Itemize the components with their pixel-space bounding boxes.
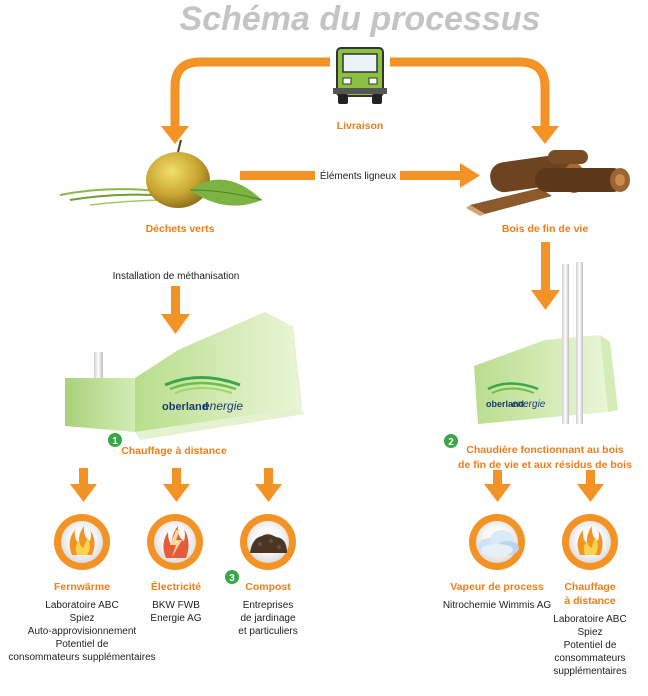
svg-text:à distance: à distance [564,595,616,607]
wood-elements-arrow [240,163,480,188]
delivery-loop-arrow [170,57,550,128]
methanisation-arrow [171,286,180,316]
truck-icon [333,47,387,104]
caption-vapeur: Vapeur de process Nitrochemie Wimmis AG [443,581,552,611]
green-waste-icon [59,139,263,208]
svg-text:energie: energie [512,399,546,410]
svg-text:oberland: oberland [486,399,524,409]
output-disc-electricite [147,514,203,570]
svg-text:Laboratoire ABC: Laboratoire ABC [553,614,626,625]
svg-text:Energie AG: Energie AG [150,613,201,624]
svg-text:Spiez: Spiez [577,627,602,638]
svg-text:consommateurs supplémentaires: consommateurs supplémentaires [8,652,155,663]
flame-icon [69,526,95,555]
svg-text:BKW FWB: BKW FWB [152,600,200,611]
svg-text:Chauffage: Chauffage [564,581,615,593]
wood-to-boiler-arrow [541,242,550,292]
output-disc-chauffage [562,514,618,570]
svg-text:oberland: oberland [162,401,208,413]
output-disc-fernwarme [54,514,110,570]
badge-3 [225,570,239,584]
caption-compost: Compost Entreprises de jardinage et part… [238,581,297,637]
output-arrows [70,468,604,502]
wood-elements-label: Éléments ligneux [320,169,396,182]
oberland-logo: oberland energie [162,376,243,413]
svg-text:Auto-approvisionnement: Auto-approvisionnement [28,626,137,637]
green-waste-label: Déchets verts [146,223,215,235]
svg-text:Fernwärme: Fernwärme [54,581,110,593]
svg-text:Laboratoire ABC: Laboratoire ABC [45,600,118,611]
compost-icon [250,534,287,553]
svg-text:consommateurs: consommateurs [554,653,625,664]
methanisation-label: Installation de méthanisation [113,271,240,282]
wood-logs-icon [466,150,630,216]
badge-3-text: 3 [229,573,235,584]
wood-to-boiler-arrow-head [531,290,560,310]
boiler-plant: oberland energie [474,262,618,424]
output-disc-compost [240,514,296,570]
wood-end-label: Bois de fin de vie [502,223,589,235]
delivery-label: Livraison [337,120,384,132]
methanisation-arrow-head [161,314,190,334]
svg-text:Spiez: Spiez [69,613,94,624]
badge-1 [108,433,122,447]
svg-text:Nitrochemie Wimmis AG: Nitrochemie Wimmis AG [443,600,552,611]
arrow-head-right [531,126,559,144]
lightning-flame-icon [163,526,189,558]
caption-chauffage: Chauffage à distance Laboratoire ABC Spi… [553,581,626,677]
cloud-icon [478,530,519,556]
svg-text:Potentiel de: Potentiel de [56,639,109,650]
svg-text:Entreprises: Entreprises [243,600,294,611]
caption-electricite: Électricité BKW FWB Energie AG [150,580,201,624]
badge-2 [444,434,458,448]
svg-text:Électricité: Électricité [151,580,201,593]
caption-fernwarme: Fernwärme Laboratoire ABC Spiez Auto-app… [8,581,155,663]
svg-text:supplémentaires: supplémentaires [553,666,626,677]
svg-text:de jardinage: de jardinage [240,613,295,624]
arrow-head-left [161,126,189,144]
methanisation-plant: oberland energie [65,312,305,440]
boiler-label-line-1: Chaudière fonctionnant au bois [466,444,624,456]
output-disc-vapeur [469,514,525,570]
badge-1-text: 1 [112,436,118,447]
district-heat-label: Chauffage à distance [121,445,227,457]
boiler-label-line-2: de fin de vie et aux résidus de bois [458,459,632,471]
svg-text:Vapeur de process: Vapeur de process [450,581,544,593]
svg-text:Potentiel de: Potentiel de [564,640,617,651]
flame-icon [577,526,603,555]
badge-2-text: 2 [448,437,454,448]
svg-text:Compost: Compost [245,581,291,593]
svg-text:et particuliers: et particuliers [238,626,297,637]
svg-text:energie: energie [203,399,243,413]
oberland-logo-small: oberland energie [486,382,546,410]
page-title: Schéma du processus [180,0,541,38]
